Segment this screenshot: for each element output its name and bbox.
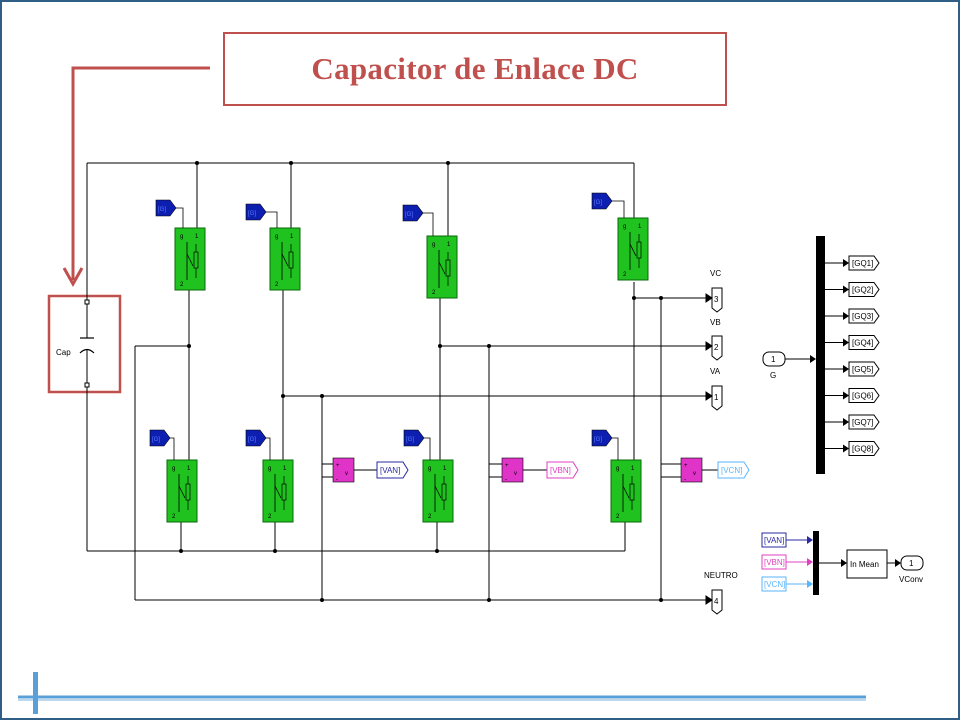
- from-tag-vbn: [VBN]: [761, 554, 813, 570]
- svg-text:1: 1: [771, 355, 776, 364]
- port-vc[interactable]: 3 VC: [710, 269, 723, 313]
- voltage-sensor-van[interactable]: + v -: [332, 457, 355, 483]
- dc-link-capacitor[interactable]: Cap: [56, 299, 95, 388]
- svg-text:-: -: [684, 477, 686, 483]
- svg-text:NEUTRO: NEUTRO: [704, 571, 738, 580]
- goto-tag-7: [GQ7]: [825, 414, 880, 430]
- port-va[interactable]: 1 VA: [710, 367, 723, 411]
- svg-text:[VBN]: [VBN]: [764, 558, 785, 567]
- from-tag-van: [VAN]: [761, 532, 813, 548]
- callout-arrow: [62, 66, 210, 288]
- svg-text:[VAN]: [VAN]: [764, 536, 784, 545]
- goto-tag-4: [GQ4]: [825, 335, 880, 350]
- mean-block[interactable]: In Mean: [846, 549, 888, 579]
- svg-text:v: v: [693, 471, 696, 477]
- svg-text:-: -: [336, 477, 338, 483]
- goto-gate-tags: [GQ1] [GQ2] [GQ3] [GQ4] [GQ5] [GQ6] [GQ7] [GQ8]: [825, 255, 880, 456]
- voltage-sensor-vbn[interactable]: + v -: [501, 457, 524, 483]
- svg-text:1: 1: [714, 393, 719, 402]
- svg-text:VConv: VConv: [899, 575, 923, 584]
- mux-block[interactable]: [813, 531, 819, 595]
- switch-q8[interactable]: [610, 459, 642, 523]
- goto-tag-5: [GQ5]: [825, 361, 880, 377]
- from-tags: [149, 192, 613, 447]
- goto-tag-2: [GQ2]: [825, 282, 880, 297]
- switch-q2[interactable]: [166, 459, 198, 523]
- switch-q7[interactable]: [617, 217, 649, 281]
- port-arrows: [705, 293, 713, 605]
- switch-q1[interactable]: [174, 227, 206, 291]
- svg-text:[GQ6]: [GQ6]: [852, 392, 873, 401]
- goto-van: [VAN]: [376, 461, 409, 479]
- svg-text:-: -: [505, 477, 507, 483]
- svg-text:[GQ7]: [GQ7]: [852, 418, 873, 427]
- svg-text:2: 2: [714, 343, 719, 352]
- port-vb[interactable]: 2 VB: [710, 318, 723, 361]
- svg-text:VA: VA: [710, 367, 721, 376]
- svg-text:[GQ8]: [GQ8]: [852, 445, 873, 454]
- svg-text:[GQ5]: [GQ5]: [852, 365, 873, 374]
- svg-text:4: 4: [714, 597, 719, 606]
- switch-q4[interactable]: [262, 459, 294, 523]
- mux-inputs: [VAN] [VBN] [VCN]: [761, 532, 813, 592]
- title-box: Capacitor de Enlace DC: [223, 32, 727, 106]
- svg-text:+: +: [336, 463, 340, 469]
- svg-text:[GQ3]: [GQ3]: [852, 312, 873, 321]
- svg-text:[GQ1]: [GQ1]: [852, 259, 873, 268]
- from-tag-vcn: [VCN]: [761, 576, 813, 592]
- port-neutro[interactable]: 4 NEUTRO: [704, 571, 738, 615]
- svg-text:[VCN]: [VCN]: [764, 580, 785, 589]
- svg-text:[VBN]: [VBN]: [550, 466, 571, 475]
- slide-title: Capacitor de Enlace DC: [311, 51, 639, 86]
- goto-tag-1: [GQ1]: [825, 255, 880, 271]
- svg-text:[GQ4]: [GQ4]: [852, 339, 873, 348]
- svg-text:1: 1: [909, 559, 914, 568]
- svg-text:3: 3: [714, 295, 719, 304]
- svg-text:[VAN]: [VAN]: [380, 466, 400, 475]
- goto-tag-3: [GQ3]: [825, 308, 880, 324]
- svg-text:VC: VC: [710, 269, 721, 278]
- svg-text:G: G: [770, 371, 776, 380]
- port-vconv[interactable]: 1 VConv: [899, 555, 924, 584]
- goto-tag-6: [GQ6]: [825, 388, 880, 403]
- svg-text:+: +: [505, 463, 509, 469]
- svg-text:[GQ2]: [GQ2]: [852, 286, 873, 295]
- svg-text:[VCN]: [VCN]: [721, 466, 742, 475]
- switch-q5[interactable]: [426, 235, 458, 299]
- gate-wires: [170, 200, 625, 460]
- voltage-sensor-vcn[interactable]: + v -: [680, 457, 703, 483]
- goto-tag-8: [GQ8]: [825, 441, 880, 456]
- capacitor-highlight: [47, 294, 122, 394]
- goto-vcn: [VCN]: [717, 461, 750, 479]
- goto-vbn: [VBN]: [546, 461, 579, 479]
- switch-q3[interactable]: [269, 227, 301, 291]
- svg-text:In Mean: In Mean: [850, 560, 879, 569]
- junction-dots: [179, 161, 663, 602]
- port-g[interactable]: 1 G: [762, 351, 786, 380]
- demux-block[interactable]: [816, 236, 825, 474]
- svg-text:VB: VB: [710, 318, 721, 327]
- svg-text:v: v: [514, 471, 517, 477]
- svg-text:v: v: [345, 471, 348, 477]
- footer-decoration: [18, 672, 866, 714]
- capacitor-label: Cap: [56, 348, 71, 357]
- wires: [86, 162, 718, 601]
- svg-text:+: +: [684, 463, 688, 469]
- switch-q6[interactable]: [422, 459, 454, 523]
